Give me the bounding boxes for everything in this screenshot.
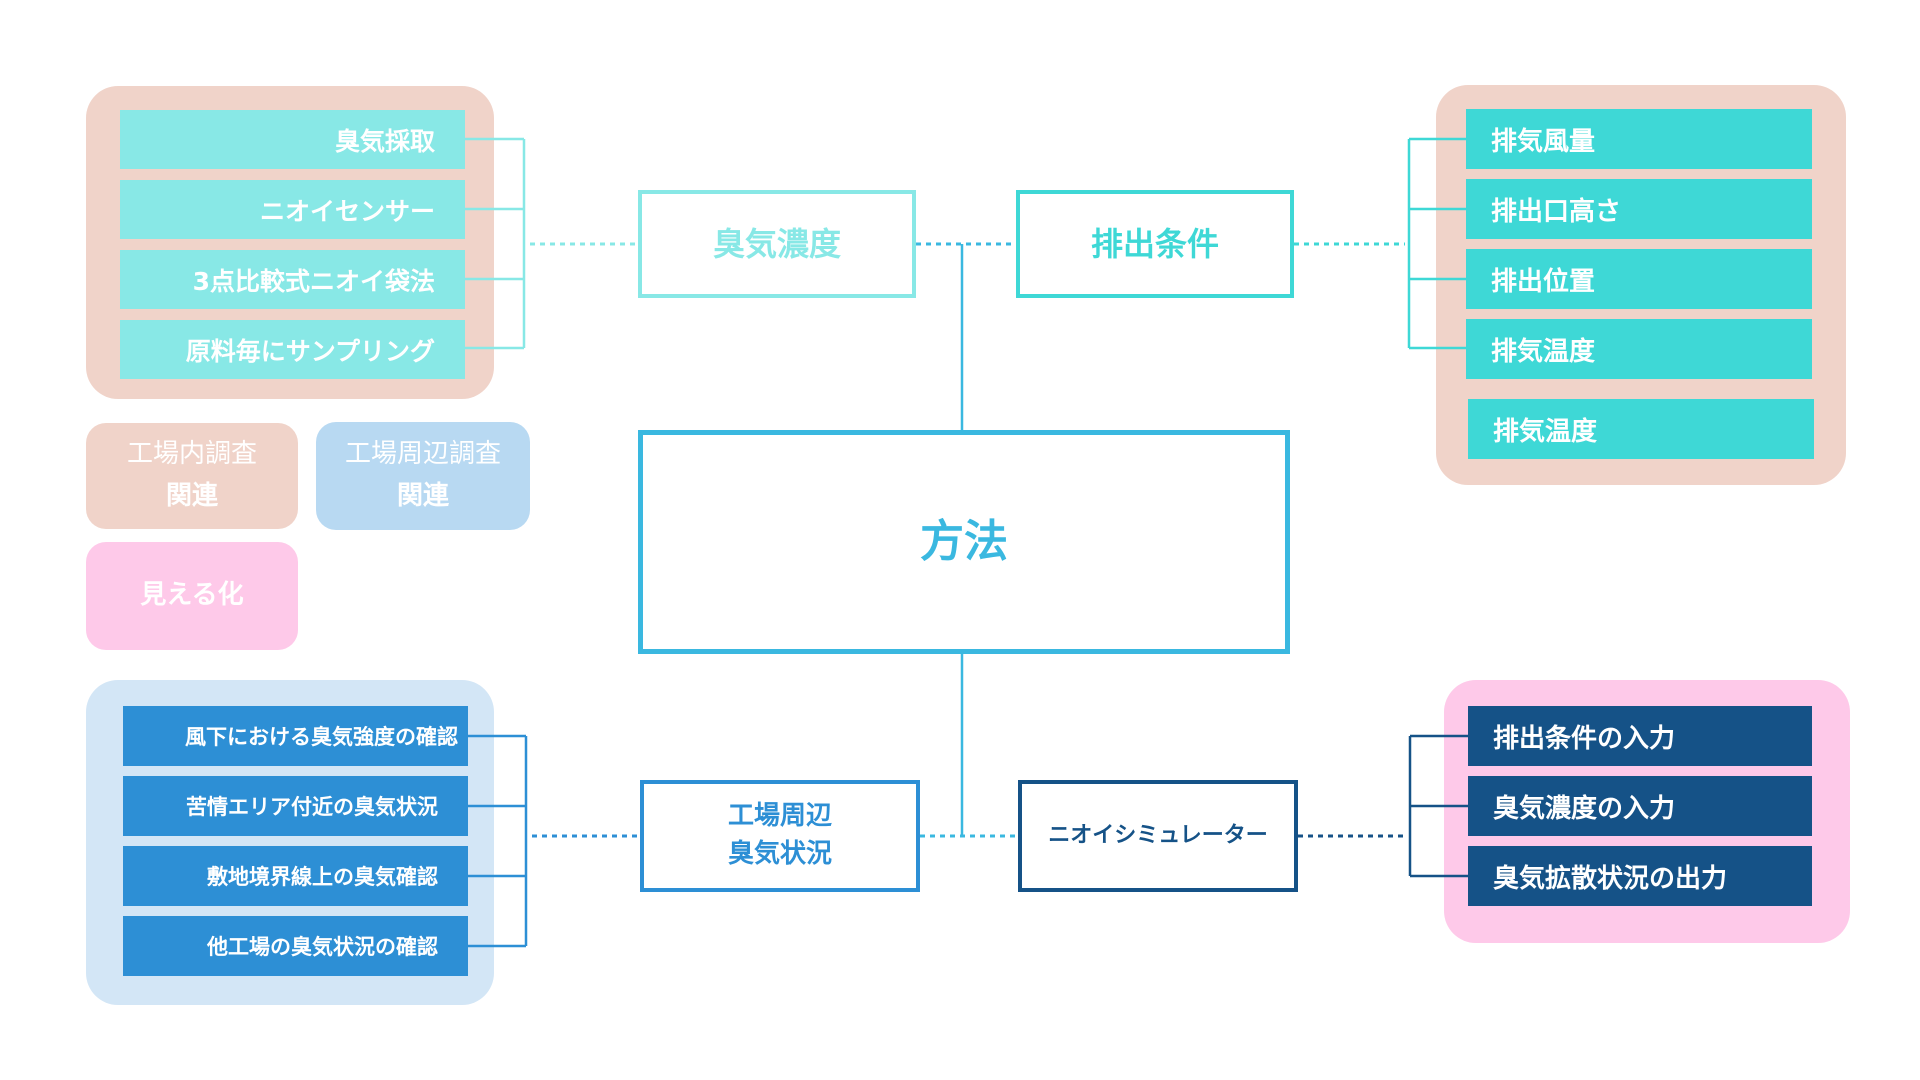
legend-surroundings: 工場周辺調査 関連 (316, 422, 530, 530)
legend-in-factory-line2: 関連 (165, 481, 218, 511)
item-triangle-odor-bag-method: 3点比較式ニオイ袋法 (120, 250, 465, 309)
item-output-dispersion-status: 臭気拡散状況の出力 (1468, 846, 1812, 906)
item-downwind-intensity-check: 風下における臭気強度の確認 (123, 706, 468, 766)
item-exhaust-airflow: 排気風量 (1466, 109, 1812, 169)
node-odor-simulator: ニオイシミュレーター (1018, 780, 1298, 892)
legend-surroundings-line1: 工場周辺調査 (344, 439, 501, 470)
item-input-emission-conditions: 排出条件の入力 (1468, 706, 1812, 766)
item-odor-sampling: 臭気採取 (120, 110, 465, 169)
item-other-factory-status: 他工場の臭気状況の確認 (123, 916, 468, 976)
item-exhaust-temperature-2: 排気温度 (1468, 399, 1814, 459)
item-boundary-line-check: 敷地境界線上の臭気確認 (123, 846, 468, 906)
item-outlet-position: 排出位置 (1466, 249, 1812, 309)
legend-in-factory-line1: 工場内調査 (126, 439, 257, 470)
legend-visualization: 見える化 (86, 542, 298, 650)
legend-in-factory: 工場内調査 関連 (86, 423, 298, 529)
legend-visualization-label: 見える化 (140, 580, 244, 611)
item-odor-sensor: ニオイセンサー (120, 180, 465, 239)
item-sampling-per-material: 原料毎にサンプリング (120, 320, 465, 379)
node-factory-surroundings-line1: 工場周辺 (727, 801, 832, 832)
node-emission-conditions: 排出条件 (1016, 190, 1294, 298)
node-method-center: 方法 (638, 430, 1290, 654)
node-odor-concentration-label: 臭気濃度 (712, 224, 841, 263)
center-title: 方法 (920, 516, 1008, 568)
legend-surroundings-line2: 関連 (396, 481, 449, 511)
node-emission-conditions-label: 排出条件 (1090, 224, 1219, 263)
item-exhaust-temperature: 排気温度 (1466, 319, 1812, 379)
node-odor-simulator-label: ニオイシミュレーター (1048, 823, 1268, 849)
node-factory-surroundings-odor: 工場周辺 臭気状況 (640, 780, 920, 892)
item-outlet-height: 排出口高さ (1466, 179, 1812, 239)
node-factory-surroundings-line2: 臭気状況 (727, 839, 832, 869)
node-odor-concentration: 臭気濃度 (638, 190, 916, 298)
item-complaint-area-status: 苦情エリア付近の臭気状況 (123, 776, 468, 836)
item-input-odor-concentration: 臭気濃度の入力 (1468, 776, 1812, 836)
